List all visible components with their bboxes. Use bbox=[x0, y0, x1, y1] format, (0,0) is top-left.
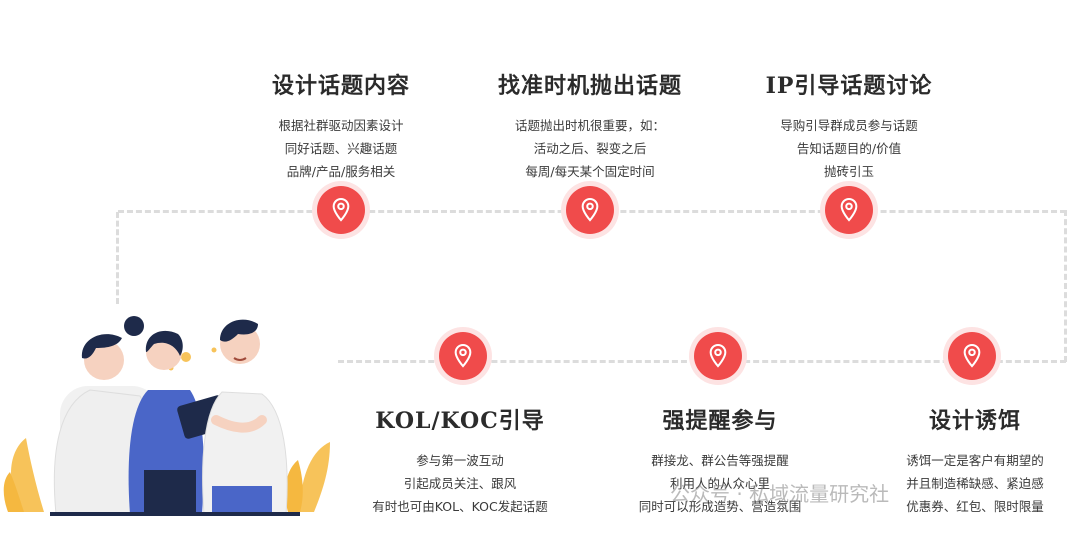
step-kol-koc: KOL/KOC引导 参与第一波互动 引起成员关注、跟风 有时也可由KOL、KOC… bbox=[330, 403, 590, 518]
step-timing: 找准时机抛出话题 话题抛出时机很重要，如： 活动之后、裂变之后 每周/每天某个固… bbox=[460, 68, 720, 183]
step-bait: 设计诱饵 诱饵一定是客户有期望的 并且制造稀缺感、紧迫感 优惠券、红包、限时限量 bbox=[845, 403, 1080, 518]
ground-line bbox=[50, 512, 300, 516]
flow-path-left bbox=[116, 212, 119, 304]
person-middle bbox=[124, 316, 229, 514]
flow-path-right bbox=[1064, 210, 1067, 362]
step-title: 找准时机抛出话题 bbox=[497, 73, 682, 99]
map-pin-icon bbox=[317, 186, 365, 234]
map-pin-icon bbox=[439, 332, 487, 380]
team-illustration bbox=[3, 316, 330, 516]
watermark-text: 公众号 · 私域流量研究社 bbox=[670, 482, 890, 506]
map-pin-icon bbox=[948, 332, 996, 380]
map-pin-icon bbox=[694, 332, 742, 380]
map-pin-icon bbox=[825, 186, 873, 234]
step-reminder: 强提醒参与 群接龙、群公告等强提醒 利用人的从众心里 同时可以形成造势、营造氛围 bbox=[590, 403, 850, 518]
step-title: 设计话题内容 bbox=[271, 73, 410, 99]
step-title: KOL/KOC引导 bbox=[375, 408, 545, 434]
step-desc: 导购引导群成员参与话题 告知话题目的/价值 抛砖引玉 bbox=[780, 118, 918, 179]
step-desc: 话题抛出时机很重要，如： 活动之后、裂变之后 每周/每天某个固定时间 bbox=[514, 118, 665, 179]
step-desc: 根据社群驱动因素设计 同好话题、兴趣话题 品牌/产品/服务相关 bbox=[278, 118, 404, 179]
map-pin-icon bbox=[566, 186, 614, 234]
step-ip-guide: IP引导话题讨论 导购引导群成员参与话题 告知话题目的/价值 抛砖引玉 bbox=[719, 68, 979, 183]
step-desc: 参与第一波互动 引起成员关注、跟风 有时也可由KOL、KOC发起话题 bbox=[372, 453, 548, 514]
step-title: 强提醒参与 bbox=[662, 408, 778, 434]
step-design-topic: 设计话题内容 根据社群驱动因素设计 同好话题、兴趣话题 品牌/产品/服务相关 bbox=[211, 68, 471, 183]
step-desc: 诱饵一定是客户有期望的 并且制造稀缺感、紧迫感 优惠券、红包、限时限量 bbox=[906, 453, 1044, 514]
step-desc: 群接龙、群公告等强提醒 利用人的从众心里 同时可以形成造势、营造氛围 bbox=[638, 453, 802, 514]
step-title: IP引导话题讨论 bbox=[765, 73, 933, 99]
person-right bbox=[202, 319, 288, 515]
step-title: 设计诱饵 bbox=[928, 408, 1021, 434]
